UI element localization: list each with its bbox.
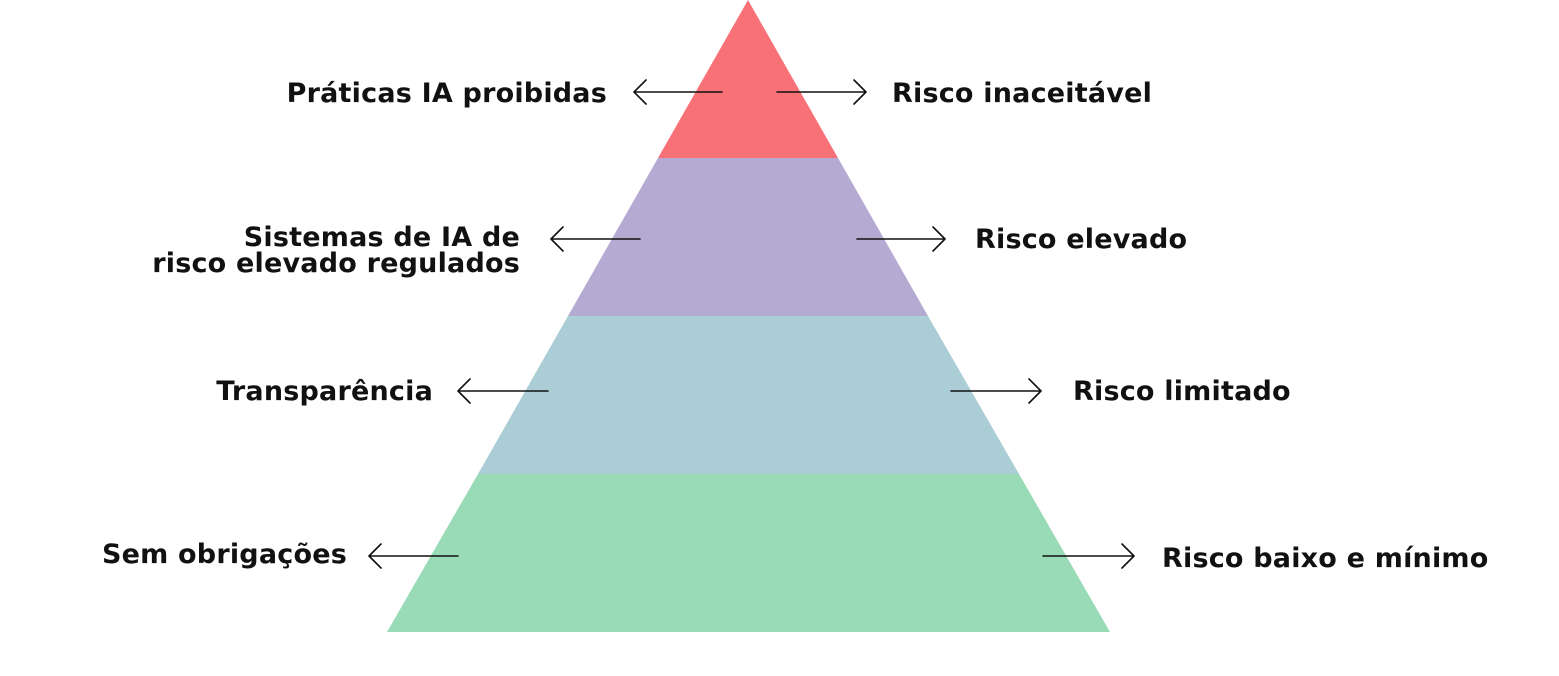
left-arrow-icon — [633, 79, 723, 105]
left-arrow-icon — [550, 226, 641, 252]
left-arrow-icon — [457, 378, 549, 404]
right-label-high-risk: Risco elevado — [975, 224, 1187, 255]
right-arrow-icon — [1042, 543, 1135, 569]
left-label-no-obligations: Sem obrigações — [102, 539, 347, 570]
left-label-regulated-high-risk-systems-line1: Sistemas de IA de — [244, 222, 520, 253]
right-arrow-icon — [776, 79, 867, 105]
right-label-unacceptable-risk: Risco inaceitável — [892, 78, 1152, 109]
left-label-transparency: Transparência — [216, 376, 433, 407]
left-arrow-icon — [368, 543, 459, 569]
right-label-limited-risk: Risco limitado — [1073, 376, 1291, 407]
right-arrow-icon — [950, 378, 1042, 404]
pyramid-tier-minimal-risk — [387, 474, 1110, 632]
right-arrow-icon — [856, 226, 946, 252]
pyramid-tier-unacceptable-risk — [658, 0, 838, 158]
left-label-prohibited-practices: Práticas IA proibidas — [287, 78, 607, 109]
right-label-low-minimal-risk: Risco baixo e mínimo — [1162, 543, 1489, 574]
pyramid-tier-limited-risk — [478, 316, 1019, 474]
left-label-regulated-high-risk-systems-line2: risco elevado regulados — [152, 248, 520, 279]
pyramid-tier-high-risk — [568, 158, 928, 316]
